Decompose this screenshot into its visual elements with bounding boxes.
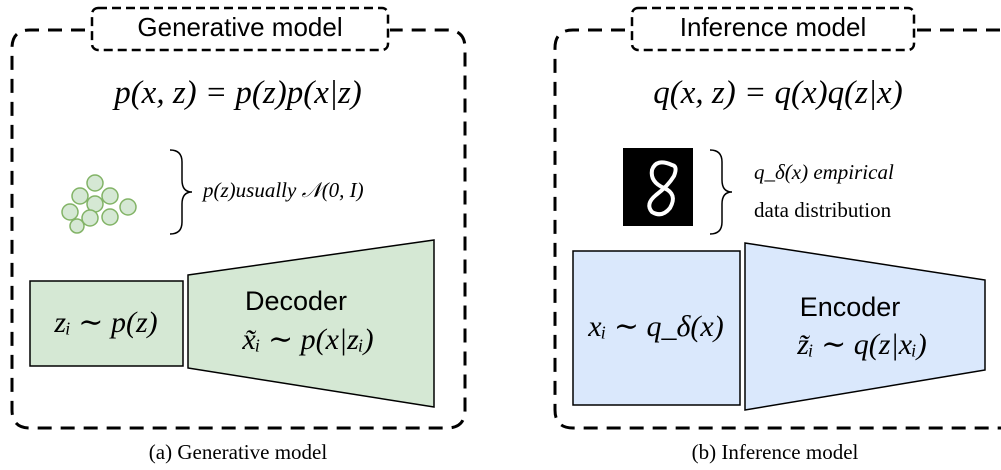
digit-8-icon bbox=[647, 160, 678, 217]
encoder-formula: z̃ᵢ ∼ q(z|xᵢ) bbox=[797, 328, 927, 361]
latent-box bbox=[29, 280, 184, 367]
encoder-block bbox=[744, 242, 986, 411]
data-formula: xᵢ ∼ q_δ(x) bbox=[588, 310, 724, 343]
data-note-line2: data distribution bbox=[754, 198, 892, 222]
prior-note: p(z)usually 𝒩(0, I) bbox=[203, 178, 364, 202]
joint-equation-b: q(x, z) = q(x)q(z|x) bbox=[653, 75, 903, 111]
caption-b: (b) Inference model bbox=[691, 440, 859, 464]
caption-a: (a) Generative model bbox=[148, 440, 328, 464]
encoder-title: Encoder bbox=[799, 292, 901, 322]
latent-formula: zᵢ ∼ p(z) bbox=[54, 306, 158, 339]
decoder-block bbox=[187, 239, 435, 408]
panel-a-title-box bbox=[90, 6, 390, 52]
panel-b-frame bbox=[553, 28, 1001, 430]
panel-a-title: Generative model bbox=[137, 12, 343, 42]
prior-samples-icon bbox=[61, 174, 137, 234]
decoder-formula: x̃ᵢ ∼ p(x|zᵢ) bbox=[242, 323, 374, 356]
data-note-line1: q_δ(x) empirical bbox=[754, 160, 894, 184]
joint-equation-a: p(x, z) = p(z)p(x|z) bbox=[114, 75, 362, 111]
panel-b-title-box bbox=[630, 6, 916, 52]
panel-b-title: Inference model bbox=[679, 12, 867, 42]
data-brace bbox=[709, 149, 733, 235]
panel-a-frame bbox=[10, 28, 467, 430]
decoder-title: Decoder bbox=[244, 286, 348, 316]
prior-brace bbox=[169, 149, 193, 235]
data-box bbox=[572, 250, 741, 406]
